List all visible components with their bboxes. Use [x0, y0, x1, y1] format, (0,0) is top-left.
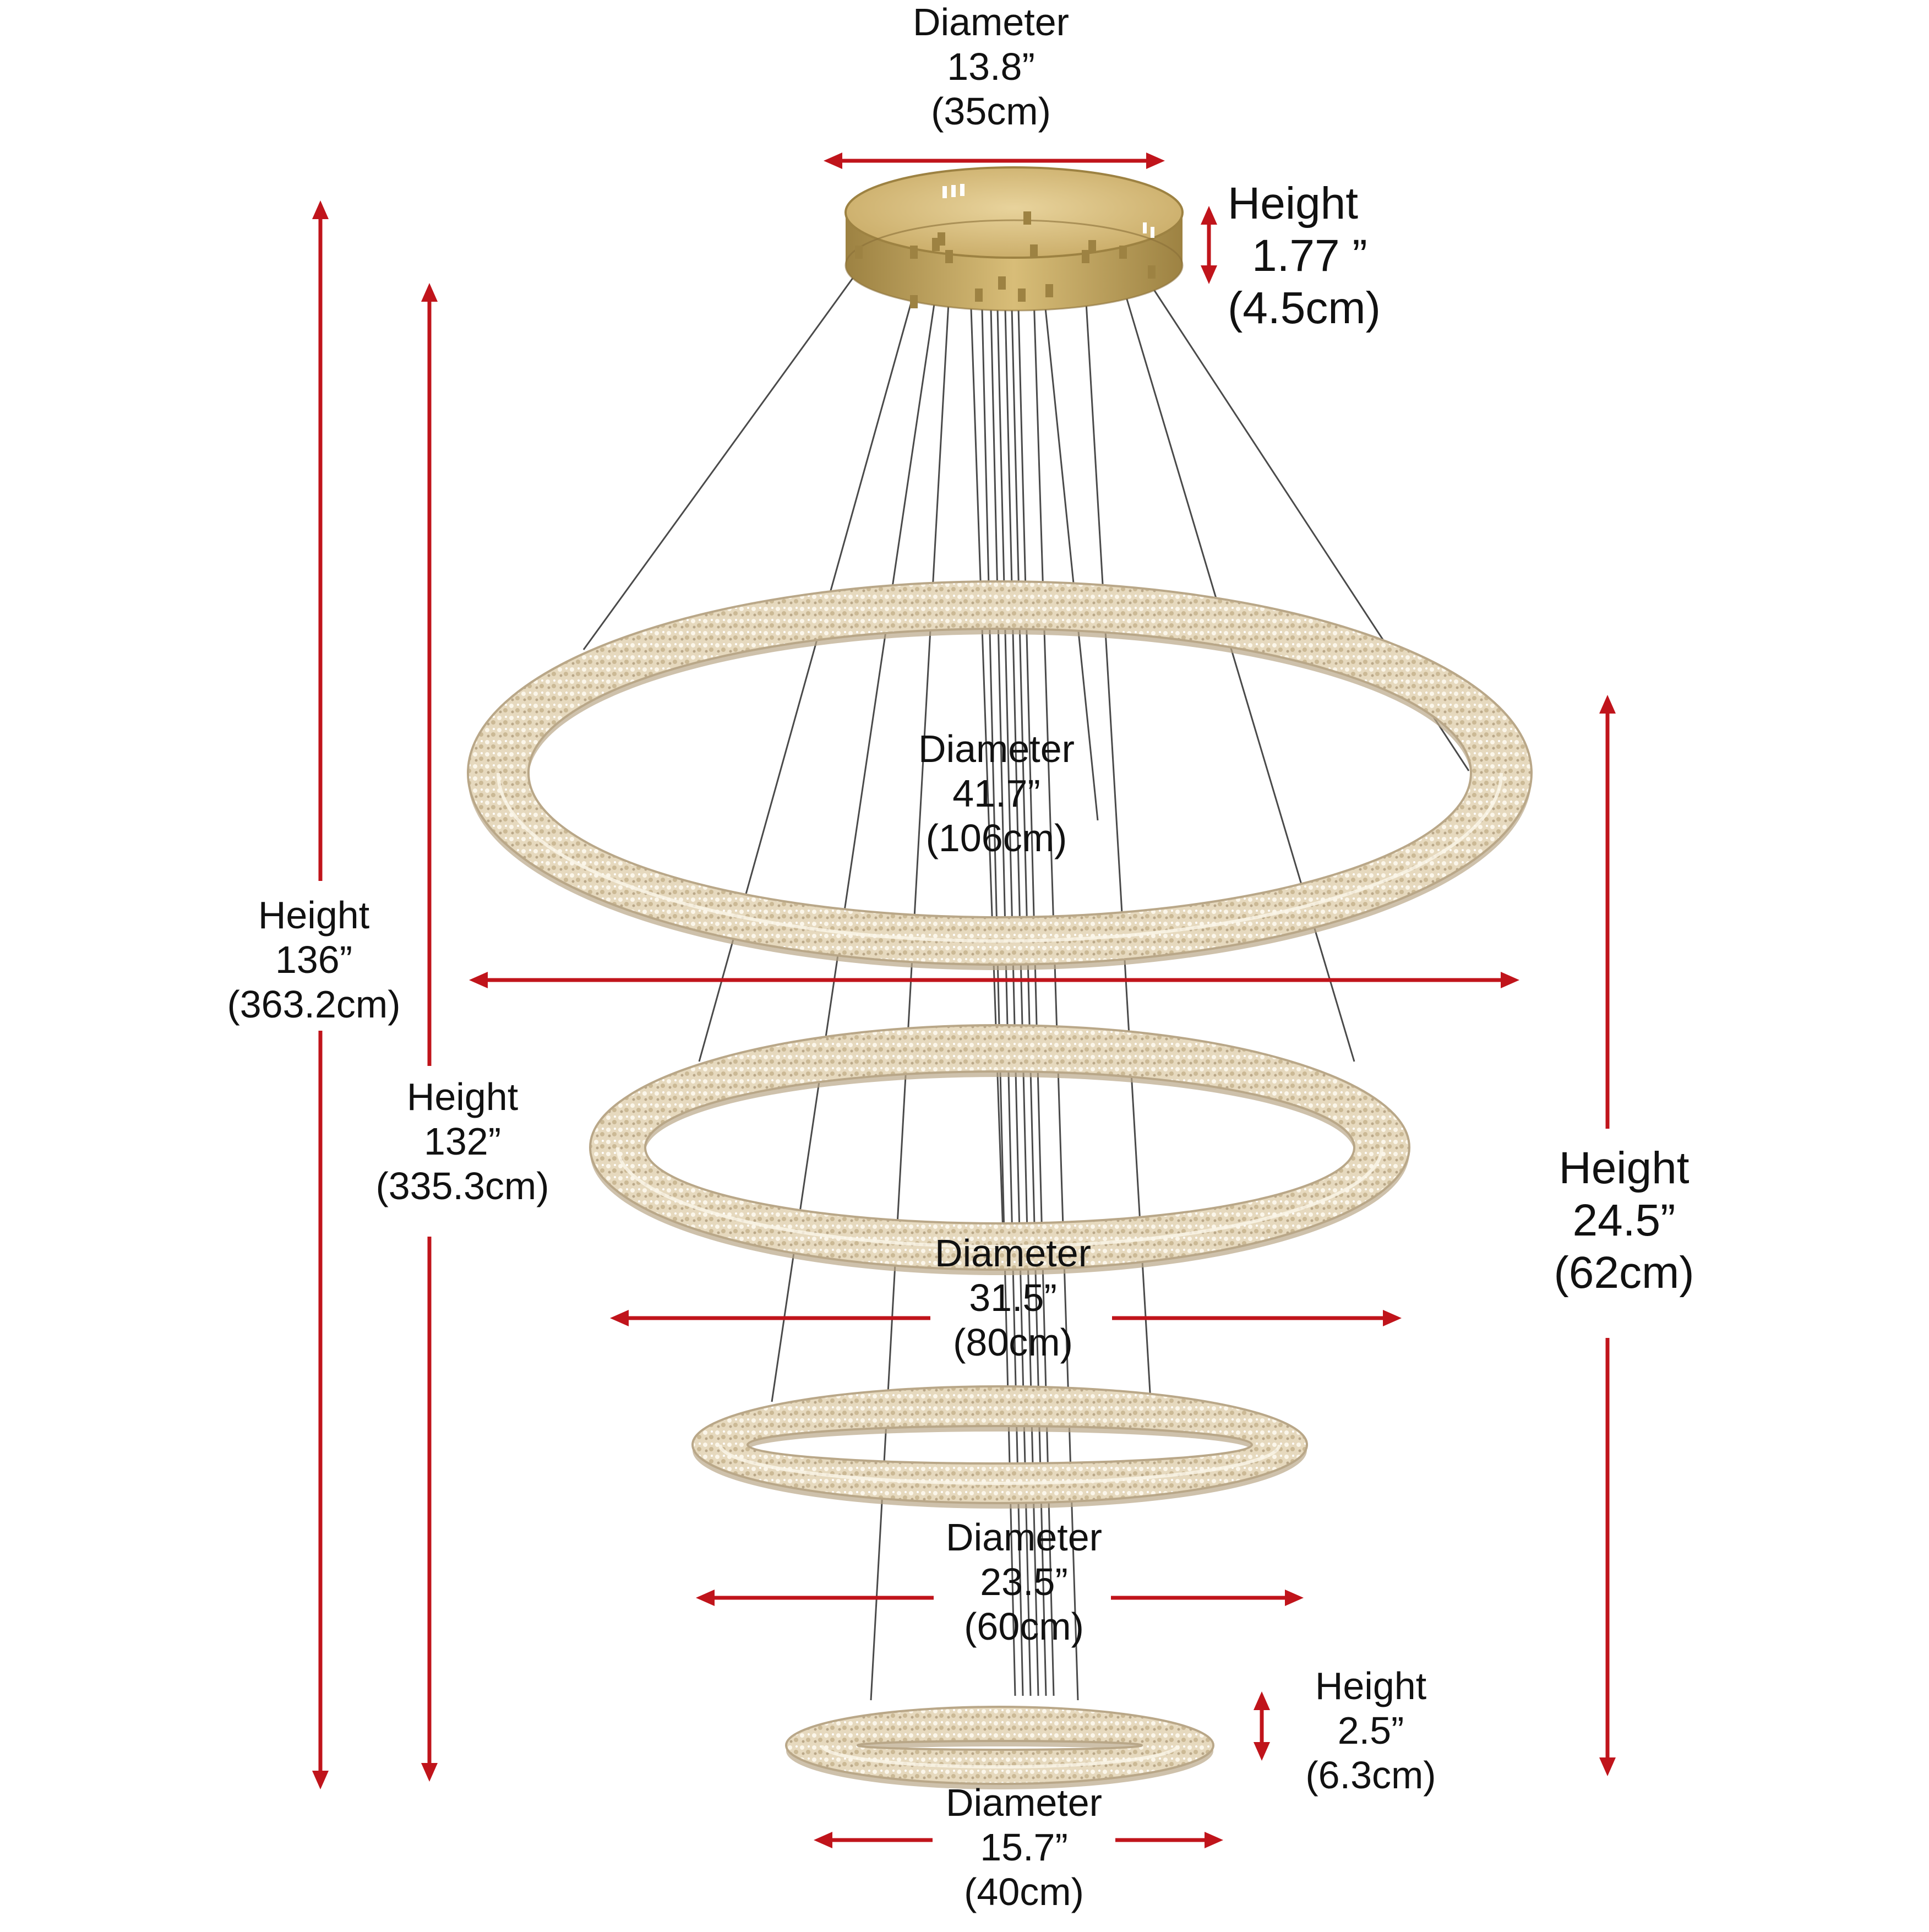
arrow-head-16: [1285, 1590, 1304, 1606]
crystal-ring-3-body: [691, 1385, 1309, 1504]
crystal-ring-4-highlight: [820, 1745, 1179, 1768]
ring-3-diameter-label: Diameter 23.5” (60cm): [946, 1516, 1102, 1648]
crystal-ring-4: [784, 1706, 1215, 1789]
arrow-head-4: [1201, 265, 1217, 284]
overall-height-label: Height 136” (363.2cm): [227, 894, 401, 1026]
arrow-head-17: [1254, 1691, 1270, 1710]
arrow-head-11: [469, 972, 488, 988]
arrow-head-12: [1501, 972, 1519, 988]
cable-grip-14: [938, 232, 945, 246]
cable-grip-2: [910, 246, 918, 259]
cable-grip-11: [1018, 289, 1026, 302]
arrow-head-20: [1205, 1832, 1223, 1848]
arrow-head-3: [1201, 206, 1217, 225]
cable-grip-5: [1030, 244, 1038, 258]
arrow-head-5: [312, 200, 329, 219]
arrow-head-2: [1146, 153, 1165, 169]
cable-grip-13: [910, 295, 918, 308]
cable-grip-10: [998, 276, 1006, 290]
ring-4-height-label: Height 2.5” (6.3cm): [1305, 1664, 1436, 1797]
arrow-head-6: [312, 1771, 329, 1789]
arrow-head-1: [824, 153, 842, 169]
cable-grip-4: [945, 250, 953, 263]
rings-height-label: Height 24.5” (62cm): [1554, 1143, 1694, 1298]
arrow-head-18: [1254, 1742, 1270, 1761]
cable-grip-1: [855, 246, 863, 259]
ceiling-canopy: [844, 166, 1184, 312]
cable-grips: [855, 211, 1156, 308]
dimension-arrows: [312, 153, 1616, 1848]
cable-grip-16: [1023, 211, 1031, 225]
crystal-ring-4-body: [784, 1706, 1215, 1785]
crystal-ring-3-highlight: [718, 1444, 1281, 1485]
arrow-head-15: [696, 1590, 715, 1606]
crystal-ring-2-body: [588, 1024, 1411, 1271]
cable-grip-12: [1045, 284, 1053, 297]
ring-2-diameter-label: Diameter 31.5” (80cm): [935, 1232, 1091, 1364]
crystal-rings: [466, 580, 1533, 1789]
arrow-head-13: [610, 1310, 629, 1326]
arrow-head-9: [1599, 695, 1616, 714]
canopy-face: [844, 166, 1184, 259]
cable-grip-8: [1148, 265, 1156, 279]
arrow-head-14: [1383, 1310, 1402, 1326]
crystal-ring-1-highlight: [497, 772, 1503, 943]
arrow-head-8: [421, 1763, 438, 1782]
suspension-wire-15: [970, 308, 1005, 1267]
suspension-wire-16: [1044, 302, 1099, 821]
crystal-ring-3: [691, 1385, 1309, 1509]
arrow-head-19: [814, 1832, 832, 1848]
ring-4-diameter-label: Diameter 15.7” (40cm): [946, 1781, 1102, 1914]
crystal-ring-2-highlight: [616, 1147, 1383, 1248]
ring-1-diameter-label: Diameter 41.7” (106cm): [918, 727, 1075, 860]
cable-grip-9: [975, 289, 983, 302]
max-height-label: Height 132” (335.3cm): [375, 1075, 549, 1208]
cable-grip-7: [1119, 246, 1127, 259]
crystal-ring-1: [466, 580, 1533, 970]
cable-grip-6: [1082, 250, 1089, 263]
arrow-head-10: [1599, 1757, 1616, 1776]
canopy-diameter-label: Diameter 13.8” (35cm): [913, 1, 1069, 133]
canopy-height-label: Height 1.77 ” (4.5cm): [1228, 178, 1381, 334]
canopy-vent-slots: [942, 184, 1154, 238]
cable-grip-15: [1088, 240, 1096, 253]
suspension-wire-1: [582, 269, 860, 650]
crystal-ring-1-body: [466, 580, 1533, 966]
arrow-head-7: [421, 283, 438, 302]
canopy-bottom: [844, 219, 1184, 312]
crystal-ring-2: [588, 1024, 1411, 1275]
